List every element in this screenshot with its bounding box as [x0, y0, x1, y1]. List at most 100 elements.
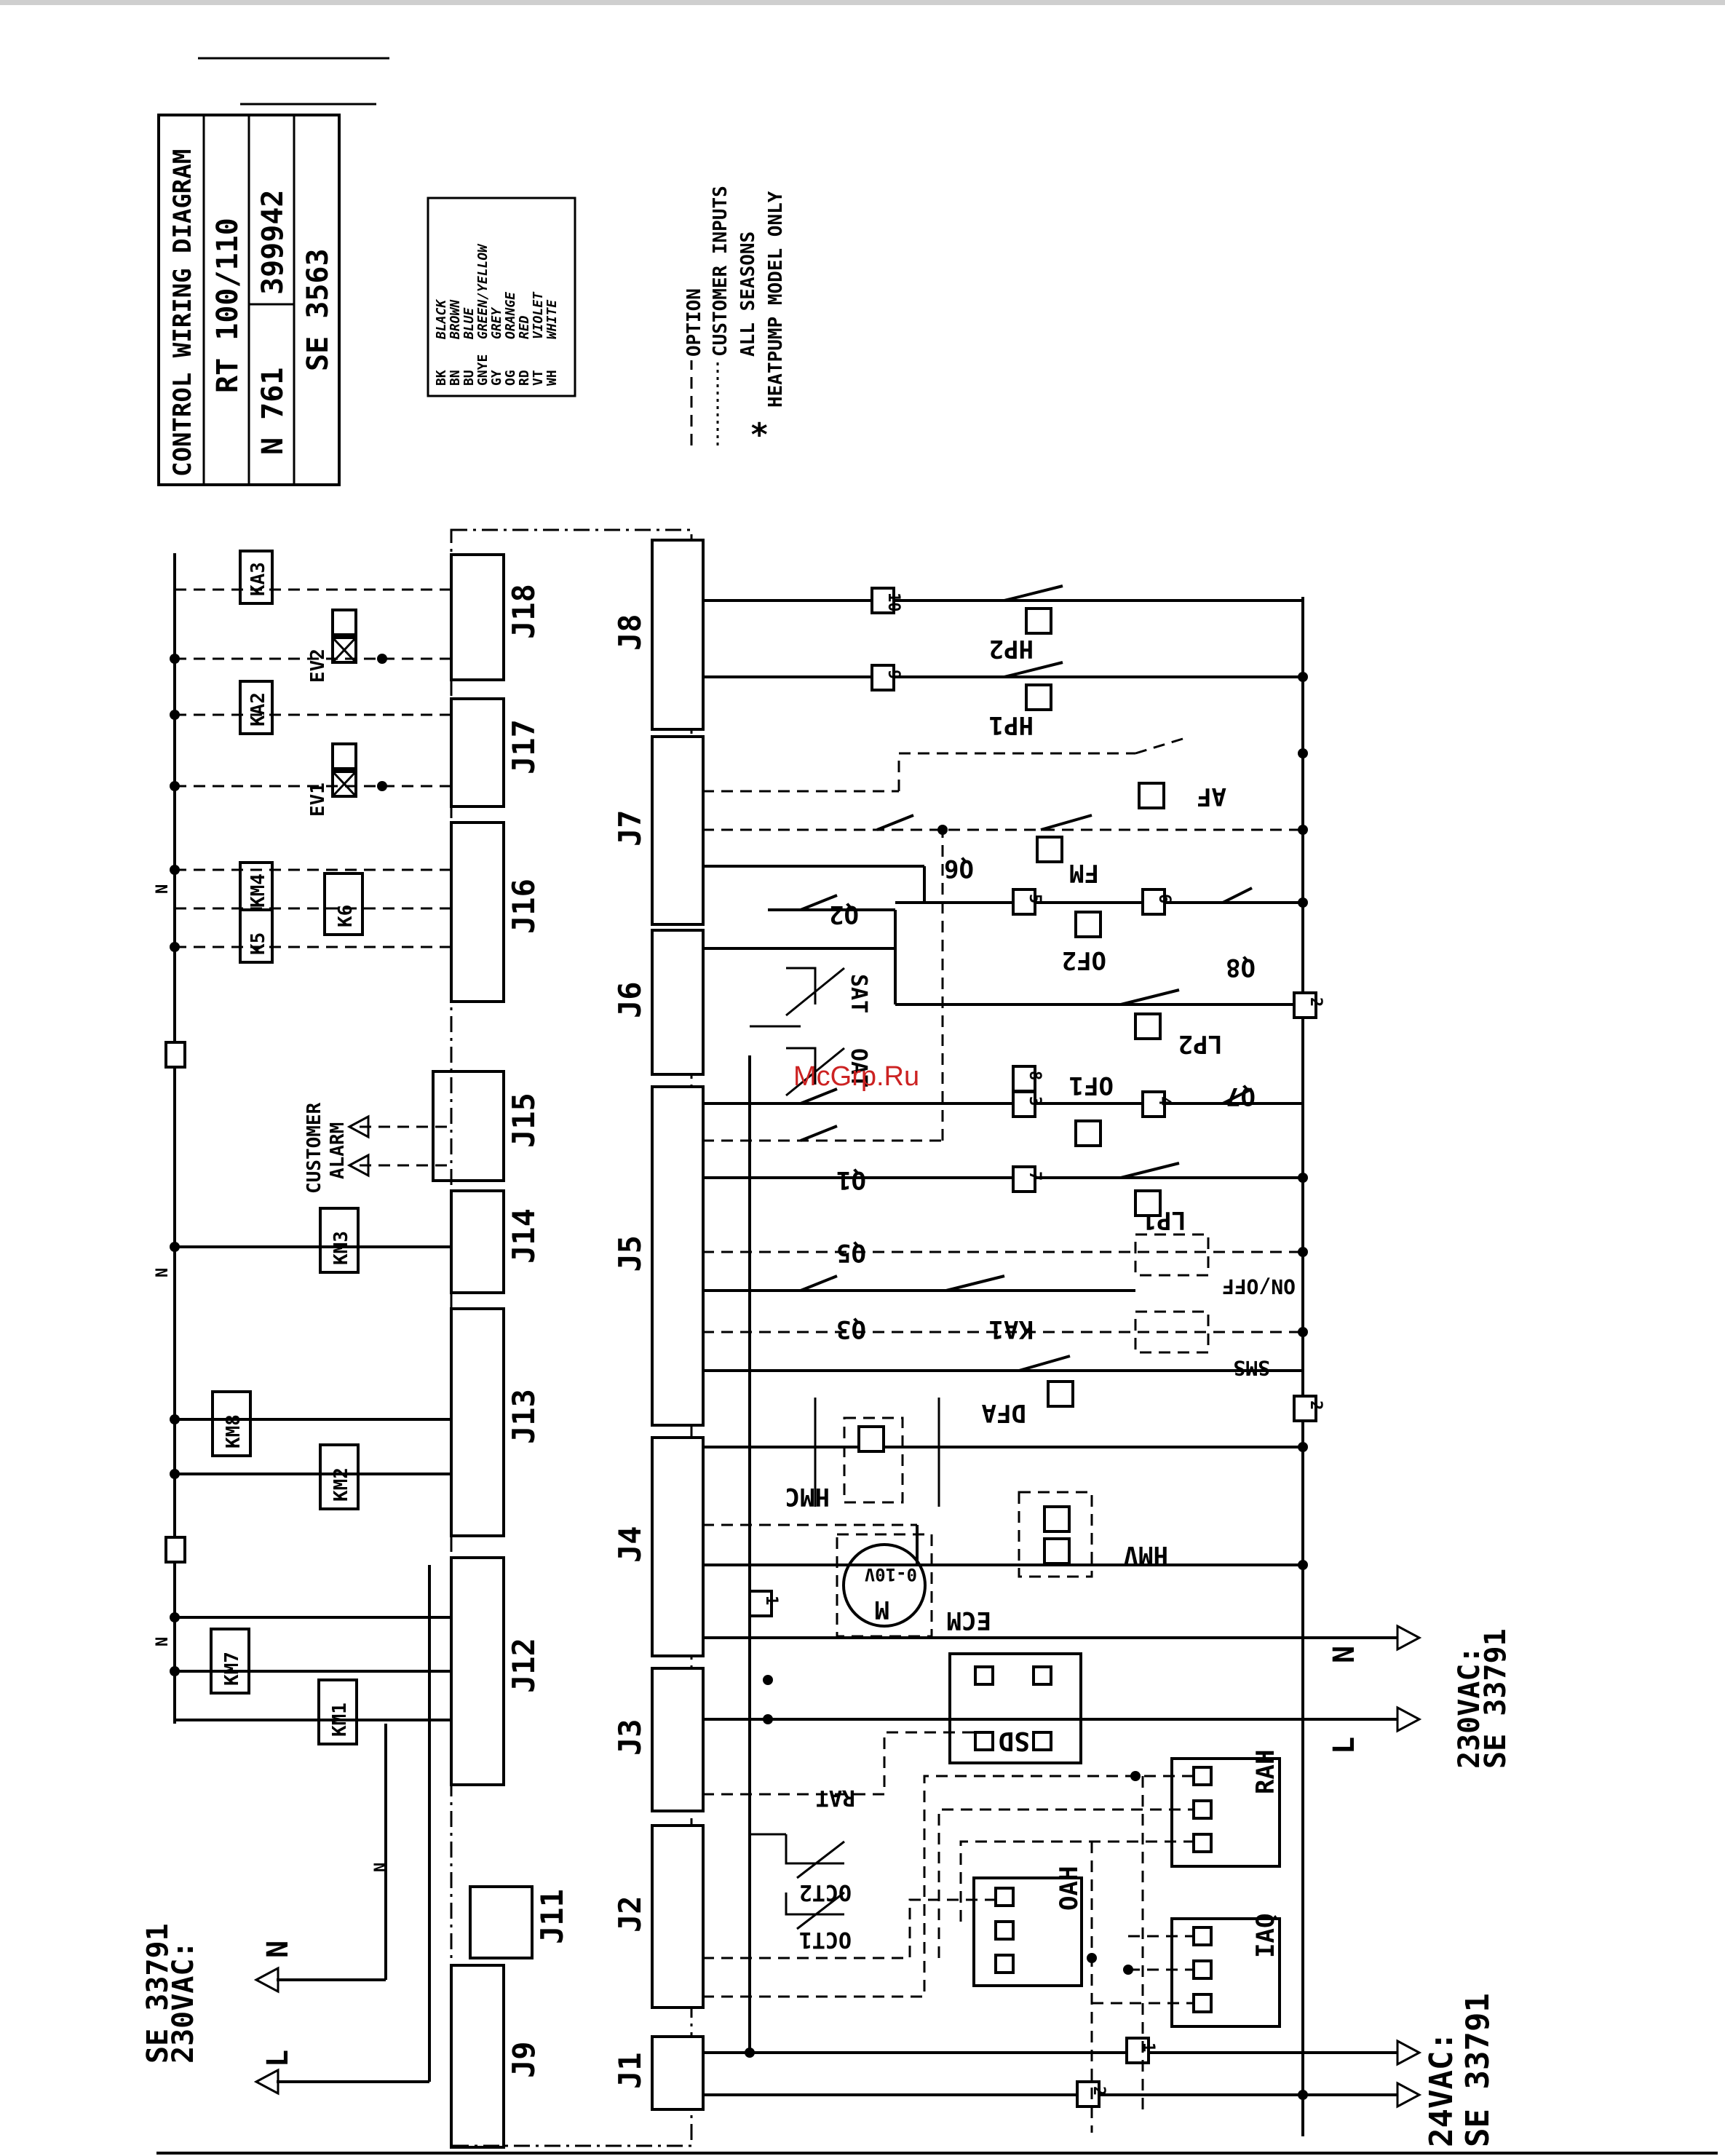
svg-text:N: N — [154, 1637, 172, 1646]
terminal-number-box: 2 — [1076, 2080, 1108, 2108]
junction-dot — [763, 1714, 773, 1724]
model-text: RT 100/110 — [211, 218, 245, 393]
svg-text:J18: J18 — [506, 584, 542, 639]
lp2-label: LP2 — [1178, 1029, 1223, 1058]
oah-label: OAH — [1055, 1866, 1084, 1911]
wire-name-1: BROWN — [448, 299, 463, 340]
wire-color-key: BKBLACKBNBROWNBUBLUEGNYEGREEN/YELLOWGYGR… — [427, 197, 576, 397]
terminal-j13: J13 — [450, 1307, 542, 1537]
ecm-range-label: 0-10V — [865, 1564, 917, 1585]
of2-thermo-icon — [1074, 911, 1102, 938]
svg-text:J12: J12 — [506, 1638, 542, 1693]
terminal-j11: J11 — [469, 1885, 570, 1959]
svg-text:2: 2 — [1306, 1400, 1325, 1410]
terminal-number-box: 4 — [1141, 1090, 1173, 1118]
terminal-j18: J18 — [450, 553, 542, 681]
ecm-box — [836, 1533, 933, 1638]
top-voltage: 230VAC: — [167, 1941, 200, 2064]
legend: OPTION CUSTOMER INPUTS ALL SEASONS * HEA… — [683, 186, 787, 453]
af-label: AF — [1197, 782, 1226, 811]
wire-code-4: GY — [489, 370, 504, 386]
oct2-label: OCT2 — [799, 1879, 852, 1905]
hmc-label: HMC — [785, 1482, 830, 1511]
valve-ev2: EV2 — [307, 609, 357, 683]
svg-text:EV2: EV2 — [307, 649, 329, 683]
hmv-label: HMV — [1124, 1540, 1168, 1569]
junction-dot — [170, 865, 180, 875]
coil-k6: K6 — [323, 872, 364, 936]
terminal-j7: J7 — [612, 735, 705, 926]
terminal-number-box: 9 — [871, 664, 903, 691]
coil-km7: KM7 — [210, 1628, 250, 1695]
sd-label: SD — [999, 1726, 1030, 1756]
bottom-se: SE 33791 — [1459, 1993, 1496, 2147]
lp2-pressure-icon — [1134, 1012, 1162, 1040]
terminal-number-box: 6 — [1141, 888, 1173, 916]
terminal-j6: J6 — [612, 929, 705, 1076]
onoff-label: ON/OFF — [1222, 1275, 1296, 1299]
sms-label: SMS — [1233, 1356, 1270, 1380]
svg-text:KA2: KA2 — [247, 692, 269, 726]
junction-dot — [1298, 825, 1308, 835]
top-n: N — [261, 1941, 295, 1958]
customer-alarm: CUSTOMER ALARM — [304, 1102, 448, 1194]
junction-dot — [1298, 672, 1308, 682]
wire-code-6: RD — [517, 370, 532, 386]
junction-dot — [170, 942, 180, 952]
junction-dot — [170, 1414, 180, 1424]
q6-label: Q6 — [944, 854, 974, 883]
coil-ka3: KA3 — [239, 550, 274, 605]
terminal-j1: J1 — [612, 2035, 705, 2111]
of1-thermo-icon — [1074, 1119, 1102, 1147]
wire-name-7: VIOLET — [531, 291, 546, 339]
svg-text:K5: K5 — [247, 932, 269, 955]
hmv-valve-icon — [1043, 1537, 1071, 1565]
svg-text:10: 10 — [884, 592, 903, 612]
title-text: CONTROL WIRING DIAGRAM — [168, 149, 197, 477]
svg-text:N: N — [154, 884, 172, 894]
wire-code-7: VT — [531, 370, 546, 386]
supply-top: 230VAC: SE 33791 L N — [141, 1724, 431, 2096]
junction-dot — [377, 654, 387, 664]
fm-label: FM — [1069, 858, 1099, 887]
q7-label: Q7 — [1226, 1082, 1256, 1111]
q3-label: Q3 — [836, 1315, 866, 1344]
q8-label: Q8 — [1226, 953, 1256, 982]
supply-bottom: 24VAC: SE 33791 — [1396, 1993, 1496, 2147]
legend-customer-inputs: CUSTOMER INPUTS — [710, 186, 731, 357]
junction-dot — [1298, 1173, 1308, 1183]
terminal-j5: J5 — [612, 1085, 705, 1427]
junction-dot — [1298, 1442, 1308, 1452]
of2-label: OF2 — [1062, 946, 1106, 975]
title-block: CONTROL WIRING DIAGRAM RT 100/110 N 761 … — [157, 114, 341, 486]
se-text: SE 3563 — [301, 248, 335, 371]
fm-thermo-icon — [1036, 836, 1063, 863]
iaq-box — [1170, 1917, 1281, 2028]
coil-km2: KM2 — [319, 1443, 360, 1510]
junction-dot — [937, 825, 948, 835]
iaq-label: IAQ — [1251, 1914, 1280, 1958]
component-shapes: M 0-10V SD RAH OAH IAQ — [702, 584, 1281, 2133]
junction-dot — [1298, 748, 1308, 758]
coil-km1: KM1 — [317, 1679, 358, 1745]
hmc-box — [843, 1416, 904, 1504]
coil-km3: KM3 — [319, 1207, 360, 1274]
star-icon: * — [750, 416, 769, 453]
terminal-number-box: 10 — [871, 587, 903, 614]
terminal-j17: J17 — [450, 697, 542, 808]
wire-name-3: GREEN/YELLOW — [475, 243, 491, 339]
rah-box — [1170, 1757, 1281, 1868]
svg-text:J14: J14 — [506, 1208, 542, 1264]
dfa-label: DFA — [982, 1398, 1026, 1427]
supply-mid: 230VAC: SE 33791 L N — [1328, 1624, 1512, 1769]
svg-text:4: 4 — [1155, 1096, 1173, 1106]
wire-name-8: WHITE — [544, 300, 560, 339]
hp1-label: HP1 — [989, 710, 1034, 740]
wire-code-2: BU — [461, 370, 477, 386]
ecm-motor-icon — [842, 1543, 927, 1628]
terminal-number-box: 5 — [1012, 888, 1044, 916]
junction-dot — [1298, 1327, 1308, 1337]
